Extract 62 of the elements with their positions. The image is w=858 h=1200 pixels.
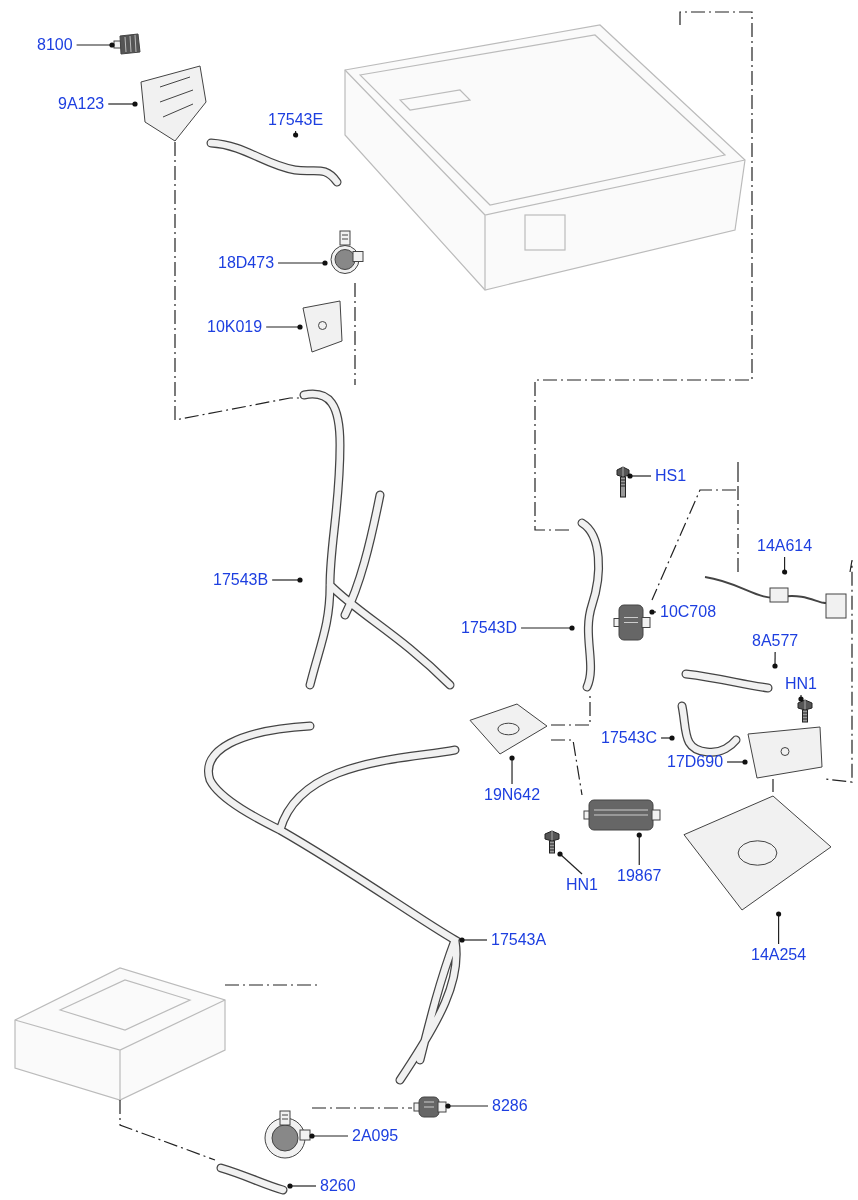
callout-number: 17543A <box>491 931 547 949</box>
leader-line <box>726 759 748 765</box>
bolt-drawing <box>616 466 630 498</box>
bracket-drawing <box>745 724 825 779</box>
assembly-line <box>550 694 591 726</box>
callout-number: 8A577 <box>752 632 799 650</box>
leader-line <box>649 609 657 615</box>
callout-number: 10K019 <box>207 318 263 336</box>
battery-pack-drawing <box>345 25 745 290</box>
bolt-drawing <box>797 699 813 723</box>
callout-number: 10C708 <box>660 603 717 621</box>
callout-number: 14A614 <box>757 537 813 555</box>
callout-number: 14A254 <box>751 946 807 964</box>
leader-line <box>509 755 515 785</box>
assembly-line <box>824 559 853 783</box>
leader-line <box>782 556 788 575</box>
callout-number: 9A123 <box>58 95 105 113</box>
callout-number: 8260 <box>320 1177 356 1195</box>
callout-number: HS1 <box>655 467 687 485</box>
assembly-line <box>550 739 583 796</box>
leader-line <box>265 324 303 330</box>
callout-number: 17543B <box>213 571 269 589</box>
leader-line <box>798 694 804 702</box>
leader-line <box>107 101 138 107</box>
filler-cap-drawing <box>112 32 142 56</box>
leader-line <box>309 1133 349 1139</box>
callout-number: 19N642 <box>484 786 541 804</box>
callout-number: 8100 <box>37 36 73 54</box>
leader-line <box>277 260 328 266</box>
callout-number: 17543E <box>268 111 324 129</box>
callout-number: HN1 <box>785 675 817 693</box>
assembly-line <box>651 459 739 601</box>
inverter-drawing <box>15 968 225 1100</box>
leader-line <box>76 42 115 48</box>
leader-line <box>287 1183 317 1189</box>
leader-line <box>776 911 782 945</box>
assembly-line <box>119 1099 216 1161</box>
callout-number: 17543C <box>601 729 658 747</box>
leader-line <box>627 473 652 479</box>
assembly-line <box>354 282 356 386</box>
callout-number: 2A095 <box>352 1127 399 1145</box>
bracket-drawing <box>300 298 345 353</box>
callout-number: HN1 <box>566 876 598 894</box>
callout-number: 17543D <box>461 619 518 637</box>
bolt-drawing <box>544 830 560 854</box>
leader-line <box>445 1103 489 1109</box>
callout-number: 19867 <box>617 867 662 885</box>
leader-line <box>660 735 675 741</box>
leader-line <box>636 832 642 866</box>
assembly-line <box>772 778 774 793</box>
callout-number: 17D690 <box>667 753 724 771</box>
leader-line <box>557 851 583 875</box>
assembly-line <box>311 1107 413 1109</box>
leader-line <box>772 651 778 669</box>
leader-line <box>520 625 575 631</box>
leader-line <box>293 130 299 138</box>
callout-number: 8286 <box>492 1097 528 1115</box>
assembly-line <box>534 11 753 531</box>
leader-line <box>459 937 488 943</box>
callout-number: 18D473 <box>218 254 275 272</box>
assembly-line <box>174 141 301 421</box>
leader-line <box>271 577 303 583</box>
